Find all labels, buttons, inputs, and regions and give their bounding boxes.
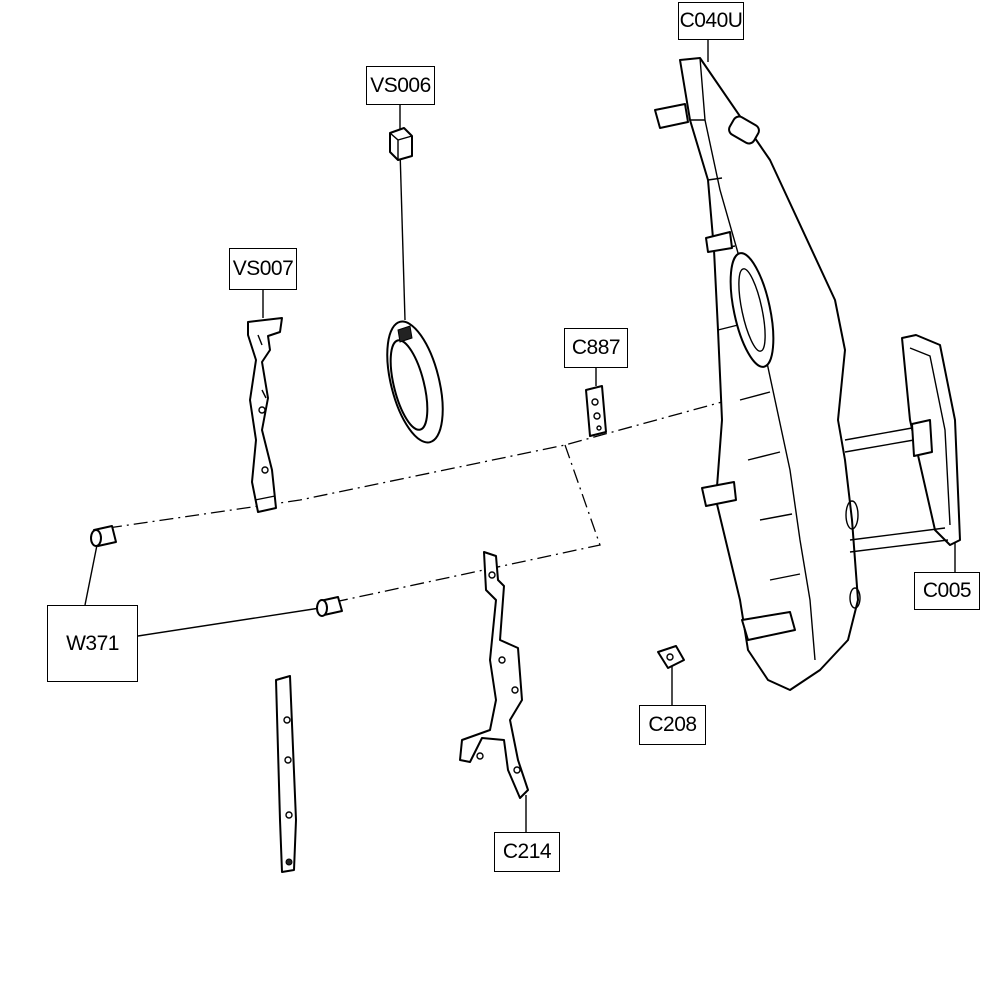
- alignment-lines: [107, 401, 723, 604]
- label-w371[interactable]: W371: [47, 605, 138, 682]
- label-c887[interactable]: C887: [564, 328, 628, 368]
- label-vs007[interactable]: VS007: [229, 248, 297, 290]
- label-c005[interactable]: C005: [914, 572, 980, 610]
- label-c040u[interactable]: C040U: [678, 2, 744, 40]
- c040u-frame: [654, 57, 861, 691]
- c214-part: [459, 551, 529, 799]
- vs007-part: [247, 317, 283, 513]
- label-c214[interactable]: C214: [494, 832, 560, 872]
- c208-part: [657, 645, 685, 669]
- w371-pins: [90, 525, 343, 617]
- c887-part: [585, 385, 607, 437]
- vs006-part: [386, 127, 444, 444]
- leader-lines: [84, 40, 956, 832]
- label-c208[interactable]: C208: [639, 705, 706, 745]
- c005-part: [844, 334, 961, 553]
- label-vs006[interactable]: VS006: [366, 66, 435, 105]
- long-strip-part: [275, 675, 297, 873]
